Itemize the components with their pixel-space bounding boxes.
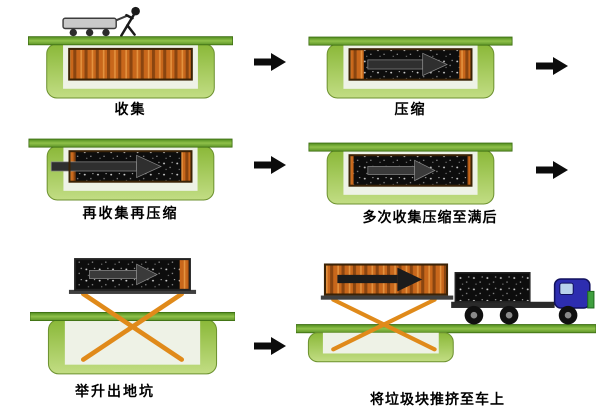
ground-strip — [296, 324, 596, 334]
pit-recompression-illustration — [28, 138, 233, 201]
lift-out-illustration — [30, 258, 235, 375]
pit-collection-illustration — [28, 6, 233, 99]
pit-full-illustration — [308, 142, 513, 205]
lift-platform — [68, 289, 197, 294]
arrow-right-icon — [254, 337, 286, 355]
arrow-right-icon — [254, 53, 286, 71]
waste-container — [68, 47, 193, 81]
step-label-full: 多次收集压缩至满后 — [362, 209, 498, 225]
compacted-waste-block — [74, 258, 191, 291]
compacted-waste-block — [323, 263, 449, 296]
arrow-right-icon — [536, 57, 568, 75]
step-label-recollect: 再收集再压缩 — [82, 205, 179, 221]
trash-cart-icon — [62, 14, 129, 37]
load-truck-illustration — [296, 263, 596, 363]
scissor-lift-icon — [331, 297, 437, 352]
person-pushing-cart-icon — [120, 6, 140, 37]
compacted-waste-block — [348, 154, 473, 187]
step-label-compress: 压缩 — [394, 101, 427, 117]
pit-compression-illustration — [308, 36, 513, 99]
step-label-lift: 举升出地坑 — [75, 383, 155, 399]
compactor-ram-icon — [348, 48, 473, 81]
lift-platform — [320, 295, 454, 300]
arrow-right-icon — [536, 161, 568, 179]
step-label-load-truck: 将垃圾块推挤至车上 — [370, 391, 505, 407]
compactor-ram-icon — [50, 150, 193, 183]
step-label-collect: 收集 — [114, 101, 147, 117]
truck-icon — [451, 272, 595, 325]
arrow-right-icon — [254, 156, 286, 174]
scissor-lift-icon — [80, 291, 185, 362]
